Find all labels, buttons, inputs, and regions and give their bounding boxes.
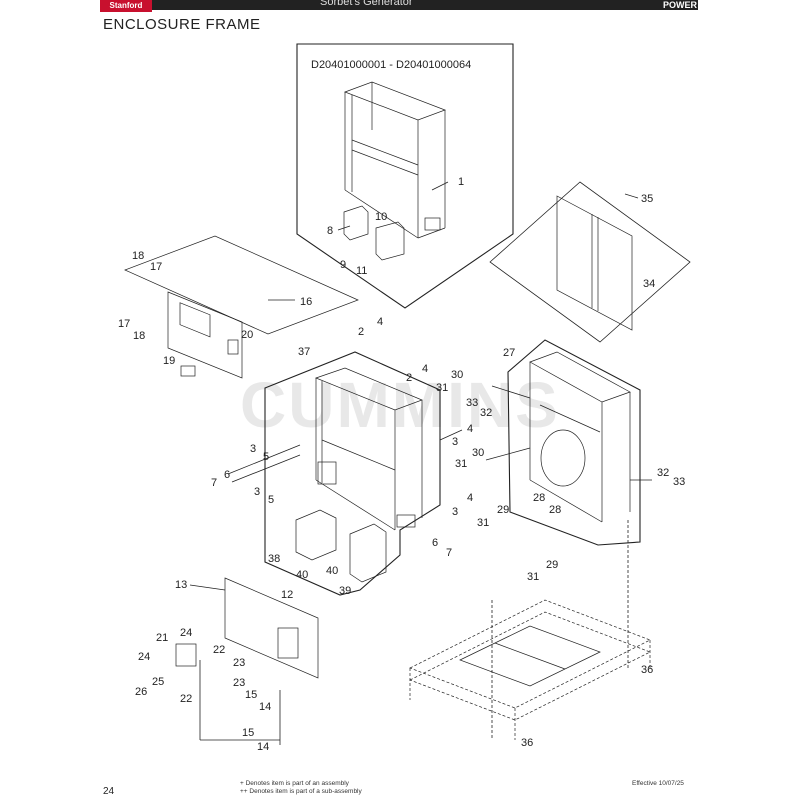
callout-32b: 32 xyxy=(657,467,669,479)
callout-2b: 2 xyxy=(406,372,412,384)
callout-29a: 29 xyxy=(497,504,509,516)
callout-12: 12 xyxy=(281,589,293,601)
callout-39: 39 xyxy=(339,585,351,597)
callout-4c: 4 xyxy=(467,423,473,435)
brand-logo: Stanford xyxy=(100,0,152,12)
callout-30a: 30 xyxy=(451,369,463,381)
callout-33a: 33 xyxy=(466,397,478,409)
callout-5a: 5 xyxy=(263,451,269,463)
callout-3b: 3 xyxy=(250,443,256,455)
callout-18b: 18 xyxy=(133,330,145,342)
callout-40b: 40 xyxy=(326,565,338,577)
callout-36b: 36 xyxy=(521,737,533,749)
callout-6a: 6 xyxy=(224,469,230,481)
callout-16: 16 xyxy=(300,296,312,308)
callout-3d: 3 xyxy=(452,506,458,518)
callout-9: 9 xyxy=(340,259,346,271)
callout-10: 10 xyxy=(375,211,387,223)
callout-21: 21 xyxy=(156,632,168,644)
callout-15b: 15 xyxy=(242,727,254,739)
callout-11: 11 xyxy=(356,265,367,277)
callout-34: 34 xyxy=(643,278,655,290)
callout-17a: 17 xyxy=(150,261,162,273)
side-panel-inset xyxy=(489,181,691,343)
callout-19: 19 xyxy=(163,355,175,367)
callout-36a: 36 xyxy=(641,664,653,676)
callout-5b: 5 xyxy=(268,494,274,506)
callout-37: 37 xyxy=(298,346,310,358)
callout-38: 38 xyxy=(268,553,280,565)
callout-29b: 29 xyxy=(546,559,558,571)
callout-31c: 31 xyxy=(477,517,489,529)
watermark: CUMMINS xyxy=(240,369,560,441)
callout-15a: 15 xyxy=(245,689,257,701)
footer-notes: + Denotes item is part of an assembly ++… xyxy=(240,780,362,796)
serial-range-label: D20401000001 - D20401000064 xyxy=(311,59,471,71)
callout-3a: 3 xyxy=(452,436,458,448)
side-panel-part xyxy=(556,195,633,331)
callout-22a: 22 xyxy=(213,644,225,656)
bracket-21 xyxy=(175,643,197,667)
base-skid-part xyxy=(409,599,651,740)
callout-26: 26 xyxy=(135,686,147,698)
effective-date: Effective 10/07/25 xyxy=(632,780,684,787)
lower-panel-part xyxy=(224,577,319,679)
callout-20: 20 xyxy=(241,329,253,341)
serial-inset-outline xyxy=(296,43,514,309)
page-number: 24 xyxy=(103,786,115,797)
page-title: ENCLOSURE FRAME xyxy=(103,16,261,33)
callout-7a: 7 xyxy=(211,477,217,489)
header-bar xyxy=(100,0,698,10)
front-panel-part xyxy=(167,291,243,379)
callout-4a: 4 xyxy=(377,316,383,328)
main-frame-part xyxy=(315,367,423,531)
callout-18a: 18 xyxy=(132,250,144,262)
callout-32a: 32 xyxy=(480,407,492,419)
callout-6b: 6 xyxy=(432,537,438,549)
main-frame-outline xyxy=(264,351,441,596)
callout-14a: 14 xyxy=(259,701,271,713)
callout-23b: 23 xyxy=(233,677,245,689)
callout-35: 35 xyxy=(641,193,653,205)
inset-frame-part xyxy=(344,81,446,239)
callout-28a: 28 xyxy=(533,492,545,504)
callout-31a: 31 xyxy=(436,382,448,394)
callout-17b: 17 xyxy=(118,318,130,330)
callout-3c: 3 xyxy=(254,486,260,498)
gauge-19 xyxy=(180,365,196,377)
callout-40a: 40 xyxy=(296,569,308,581)
inset-boxes xyxy=(343,205,405,261)
callout-13: 13 xyxy=(175,579,187,591)
callout-27: 27 xyxy=(503,347,515,359)
callout-31d: 31 xyxy=(527,571,539,583)
note-sub-assembly: ++ Denotes item is part of a sub-assembl… xyxy=(240,788,362,795)
callout-4d: 4 xyxy=(467,492,473,504)
callout-30b: 30 xyxy=(472,447,484,459)
header-title: Sorbet's Generator xyxy=(320,0,413,8)
callout-1: 1 xyxy=(458,176,464,188)
callout-22b: 22 xyxy=(180,693,192,705)
radiator-frame-outline xyxy=(507,339,641,546)
callout-28b: 28 xyxy=(549,504,561,516)
callout-14b: 14 xyxy=(257,741,269,753)
main-frame-boxes xyxy=(295,509,387,583)
callout-8: 8 xyxy=(327,225,333,237)
callout-2a: 2 xyxy=(358,326,364,338)
base-skid-inner xyxy=(459,625,601,687)
radiator-frame-part xyxy=(529,351,631,523)
brand-mark: POWER xyxy=(662,0,697,10)
note-assembly: + Denotes item is part of an assembly xyxy=(240,780,349,787)
callout-23a: 23 xyxy=(233,657,245,669)
callout-7b: 7 xyxy=(446,547,452,559)
callout-25: 25 xyxy=(152,676,164,688)
callout-24b: 24 xyxy=(138,651,150,663)
callout-31b: 31 xyxy=(455,458,467,470)
callout-24a: 24 xyxy=(180,627,192,639)
front-panel-inset xyxy=(124,235,359,335)
callout-4b: 4 xyxy=(422,363,428,375)
callout-33b: 33 xyxy=(673,476,685,488)
